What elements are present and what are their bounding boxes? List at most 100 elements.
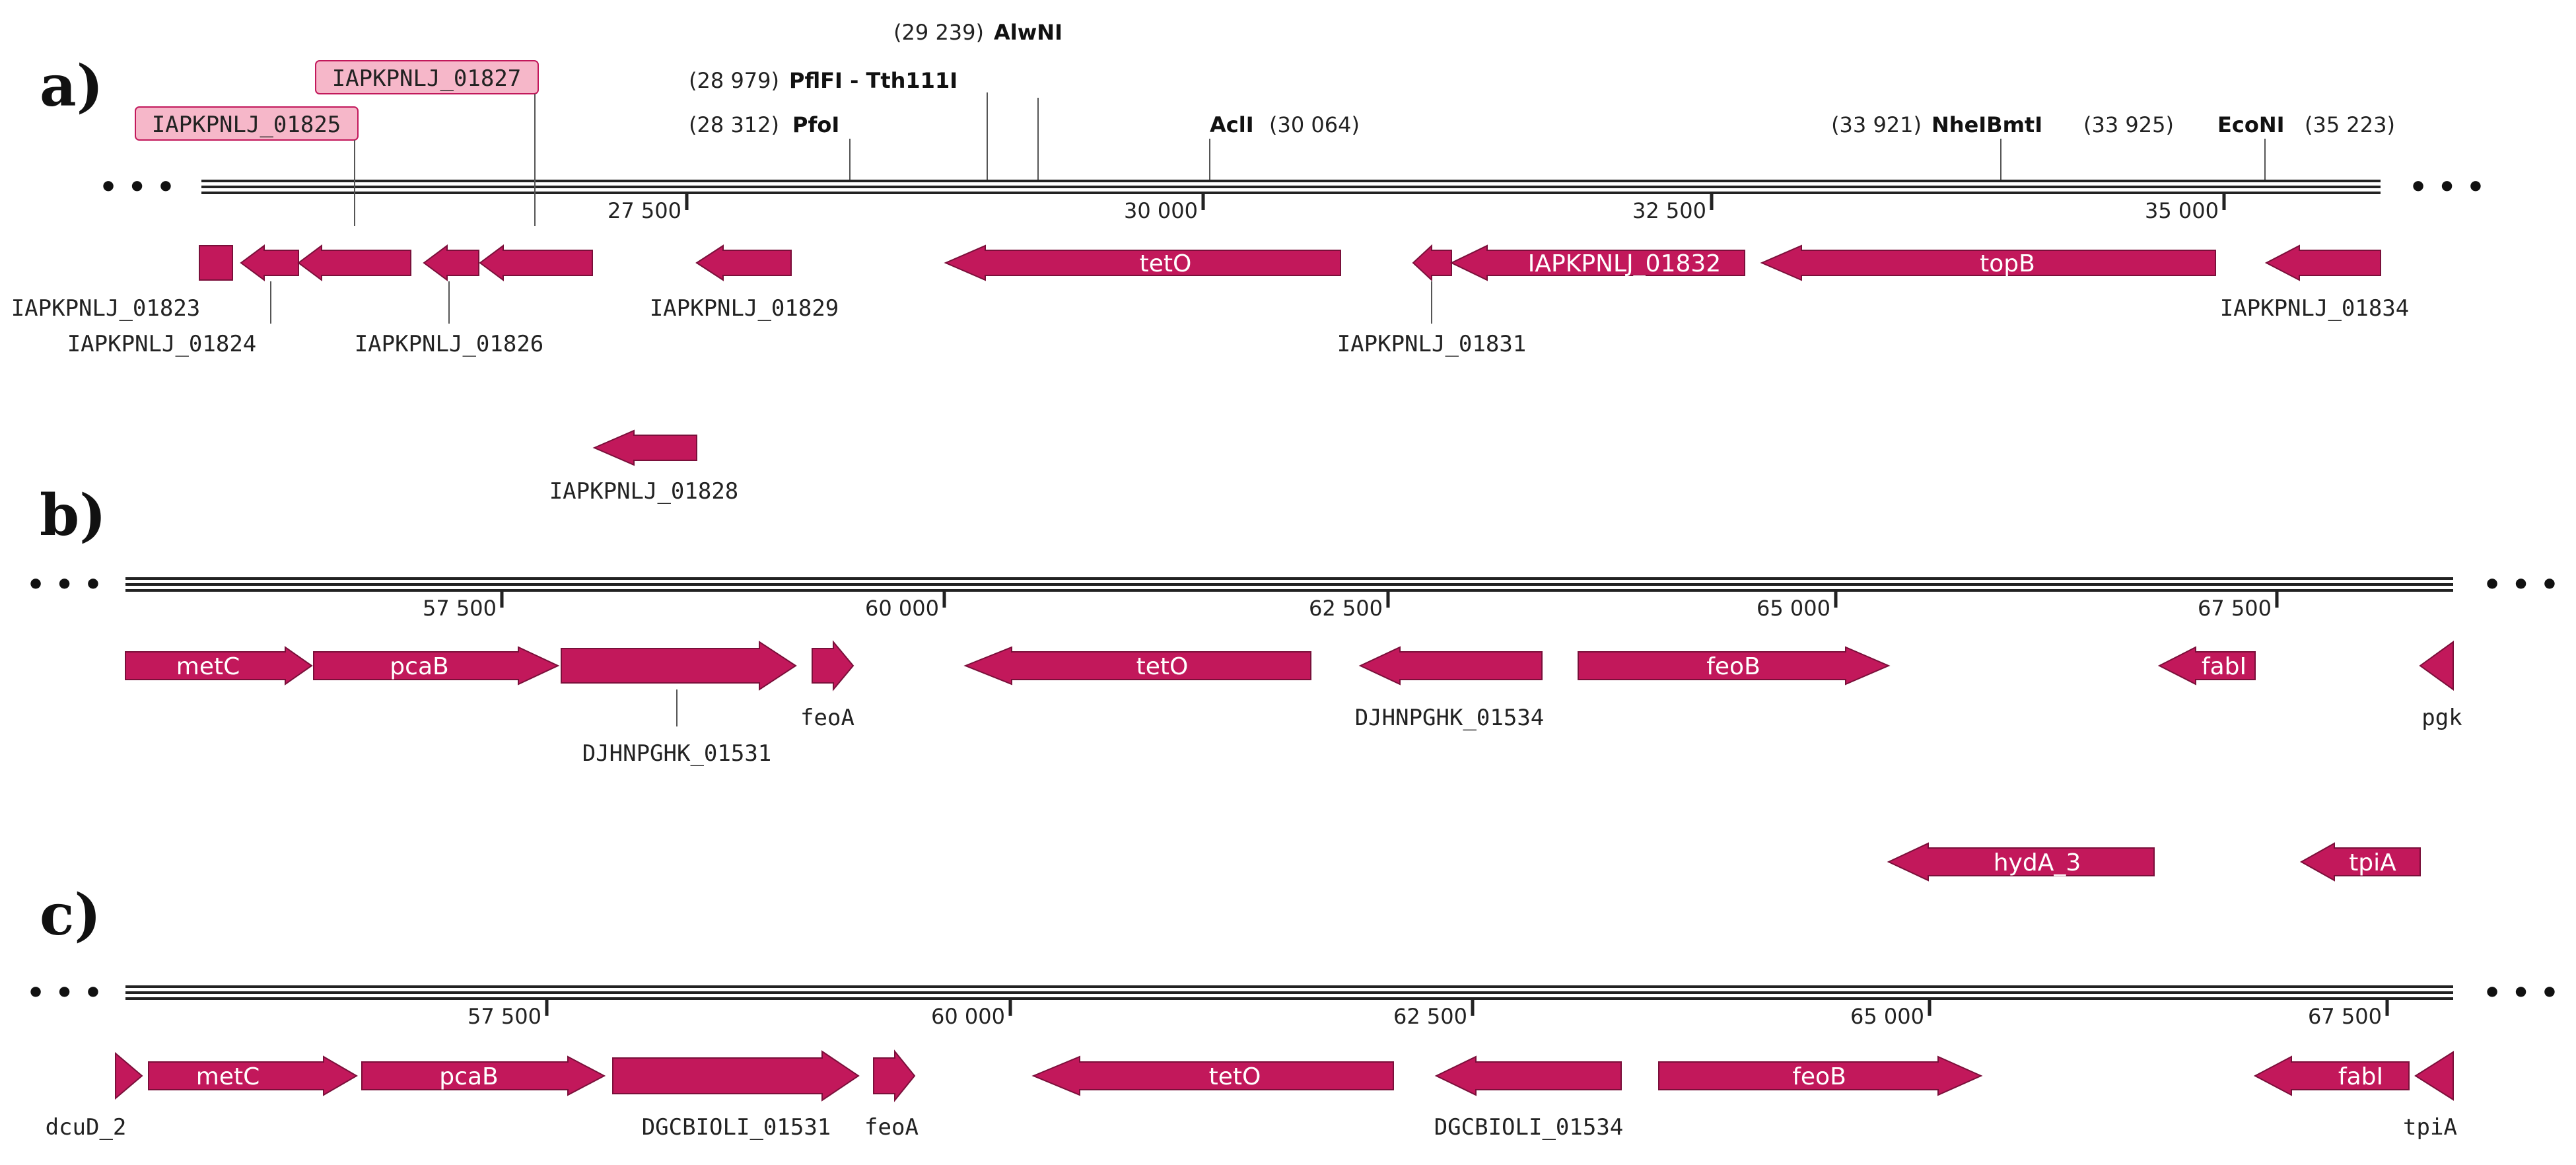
site-pos-nhe-2: (33 925): [2083, 112, 2174, 137]
gene-label-teto-b: tetO: [1136, 653, 1189, 680]
site-pos-alwni: (29 239): [893, 20, 984, 45]
site-name-acli: AclI: [1210, 112, 1254, 137]
label-01531-b: DJHNPGHK_01531: [582, 740, 772, 767]
gene-01534-b[interactable]: [1358, 646, 1543, 686]
panel-c-label: c): [40, 882, 101, 948]
gene-01832[interactable]: [1449, 244, 1745, 281]
label-01534-c: DGCBIOLI_01534: [1434, 1114, 1624, 1141]
gene-feoa-c[interactable]: [873, 1049, 916, 1102]
site-pos-pfoi: (28 312): [689, 112, 779, 137]
label-01828: IAPKPNLJ_01828: [549, 478, 739, 505]
gene-teto-a[interactable]: [944, 244, 1341, 281]
site-pos-nhe-1: (33 921): [1831, 112, 1922, 137]
gene-label-teto-a: tetO: [1140, 250, 1192, 277]
gene-feob-b[interactable]: [1578, 646, 1891, 686]
gene-teto-b[interactable]: [963, 646, 1311, 686]
label-01831: IAPKPNLJ_01831: [1337, 331, 1527, 357]
gene-fabi-b[interactable]: [2157, 646, 2256, 686]
site-pos-acli: (30 064): [1269, 112, 1360, 137]
site-pos-econi: (35 223): [2305, 112, 2395, 137]
label-01534-b: DJHNPGHK_01534: [1355, 705, 1545, 731]
gene-tag-01825[interactable]: [135, 106, 359, 141]
tick-label-c-60000: 60 000: [931, 1004, 1005, 1029]
tick-label-b-65000: 65 000: [1757, 596, 1830, 621]
tick-label-a-30000: 30 000: [1124, 198, 1198, 223]
site-name-pfoi: PfoI: [792, 112, 839, 137]
gene-dcud2-c[interactable]: [115, 1051, 143, 1100]
gene-tpia-b[interactable]: [2299, 842, 2421, 882]
gene-01826[interactable]: [423, 244, 479, 281]
gene-01825[interactable]: [297, 244, 411, 281]
label-01531-c: DGCBIOLI_01531: [642, 1114, 831, 1141]
gene-01829[interactable]: [695, 244, 792, 281]
gene-feob-c[interactable]: [1658, 1055, 1983, 1096]
gene-01834[interactable]: [2264, 244, 2381, 281]
label-01834: IAPKPNLJ_01834: [2220, 295, 2410, 322]
site-name-nhe: NheIBmtI: [1932, 112, 2042, 137]
site-name-pflfi: PflFI - Tth111I: [789, 68, 957, 93]
ellipsis-left-a: • • •: [99, 170, 175, 204]
label-01826: IAPKPNLJ_01826: [355, 331, 544, 357]
gene-hyda3-b[interactable]: [1887, 842, 2155, 882]
gene-feoa-b[interactable]: [812, 640, 854, 691]
gene-label-topb: topB: [1980, 250, 2035, 277]
tick-label-a-32500: 32 500: [1632, 198, 1706, 223]
tick-label-c-67500: 67 500: [2308, 1004, 2382, 1029]
gene-pgk-b[interactable]: [2419, 641, 2454, 691]
gene-tag-label-01825: IAPKPNLJ_01825: [152, 112, 341, 138]
panel-b: b) • • • • • • 57 500 60 000 62 500 65 0…: [26, 482, 2559, 882]
gene-01828[interactable]: [592, 429, 697, 466]
gene-label-metc-b: metC: [176, 653, 240, 680]
gene-label-pcab-c: pcaB: [439, 1063, 498, 1090]
gene-pcab-c[interactable]: [361, 1055, 606, 1096]
ellipsis-right-b: • • •: [2483, 568, 2559, 602]
backbone-b: [125, 577, 2453, 592]
gene-topb[interactable]: [1760, 244, 2216, 281]
label-01829: IAPKPNLJ_01829: [650, 295, 839, 322]
label-01823: IAPKPNLJ_01823: [11, 295, 201, 322]
label-dcud2-c: dcuD_2: [46, 1114, 127, 1141]
gene-fabi-c[interactable]: [2253, 1055, 2410, 1096]
gene-label-hyda3-b: hydA_3: [1994, 849, 2081, 876]
panel-b-label: b): [40, 482, 106, 549]
gene-01827[interactable]: [479, 244, 593, 281]
gene-tag-01827[interactable]: [315, 60, 539, 94]
gene-label-tpia-b: tpiA: [2349, 849, 2396, 876]
gene-01531-b[interactable]: [561, 641, 797, 691]
gene-label-pcab-b: pcaB: [390, 653, 448, 680]
gene-pcab-b[interactable]: [313, 646, 560, 686]
gene-01531-c[interactable]: [612, 1050, 860, 1102]
label-tpia-c: tpiA: [2403, 1114, 2457, 1141]
ellipsis-left-c: • • •: [26, 976, 102, 1010]
gene-01831[interactable]: [1412, 244, 1452, 282]
tick-label-c-65000: 65 000: [1850, 1004, 1924, 1029]
gene-01534-c[interactable]: [1434, 1055, 1622, 1096]
gene-01823[interactable]: [199, 245, 233, 281]
gene-label-fabi-c: fabI: [2338, 1063, 2383, 1090]
gene-label-metc-c: metC: [196, 1063, 260, 1090]
label-pgk-b: pgk: [2421, 705, 2462, 731]
ellipsis-left-b: • • •: [26, 568, 102, 602]
gene-tpia-c[interactable]: [2414, 1051, 2454, 1101]
backbone-c: [125, 985, 2453, 1000]
label-feoa-c: feoA: [864, 1114, 919, 1141]
ellipsis-right-c: • • •: [2483, 976, 2559, 1010]
gene-label-feob-b: feoB: [1706, 653, 1760, 680]
gene-label-fabi-b: fabI: [2202, 653, 2246, 680]
gene-metc-c[interactable]: [148, 1055, 358, 1096]
tick-label-c-62500: 62 500: [1393, 1004, 1467, 1029]
gene-01824[interactable]: [240, 244, 299, 281]
panel-c: c) • • • • • • 57 500 60 000 62 500 65 0…: [26, 882, 2559, 1141]
tick-label-a-27500: 27 500: [608, 198, 681, 223]
label-feoa-b: feoA: [800, 705, 854, 731]
gene-tag-label-01827: IAPKPNLJ_01827: [332, 65, 522, 92]
ellipsis-right-a: • • •: [2409, 170, 2485, 204]
tick-label-a-35000: 35 000: [2145, 198, 2219, 223]
tick-label-b-60000: 60 000: [865, 596, 939, 621]
gene-teto-c[interactable]: [1031, 1055, 1394, 1096]
gene-metc-b[interactable]: [125, 646, 313, 686]
panel-a: a) • • • • • • 27 500 30 000 32 500 35 0…: [11, 20, 2485, 505]
panel-a-label: a): [40, 53, 103, 120]
tick-label-b-57500: 57 500: [423, 596, 497, 621]
